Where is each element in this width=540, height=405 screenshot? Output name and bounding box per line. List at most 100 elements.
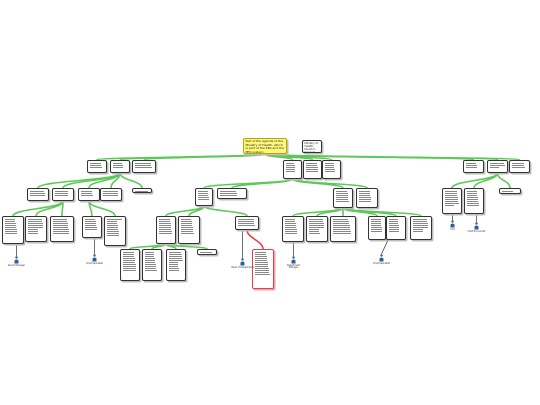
diagram-node[interactable]	[442, 188, 462, 214]
diagram-node[interactable]	[487, 160, 508, 173]
diagram-node[interactable]	[78, 188, 100, 201]
diagram-node[interactable]	[464, 188, 484, 214]
person-icon	[92, 254, 97, 262]
node-text-line	[52, 221, 68, 222]
node-text-line	[465, 167, 478, 168]
diagram-node[interactable]	[2, 216, 24, 244]
diagram-node[interactable]	[120, 249, 140, 281]
side-note-node[interactable]: Ministry of Health, Director-General	[302, 140, 322, 153]
node-text-line	[444, 205, 454, 206]
diagram-node[interactable]	[25, 216, 47, 242]
node-text-line	[284, 219, 296, 220]
node-text-line	[158, 227, 172, 228]
node-text-line	[466, 191, 477, 192]
node-text-line	[27, 227, 44, 228]
diagram-node[interactable]	[303, 160, 322, 179]
node-text-line	[444, 199, 458, 200]
node-text-line	[89, 167, 102, 168]
node-text-line	[158, 229, 172, 230]
node-text-line	[52, 229, 69, 230]
node-text-line	[332, 219, 349, 220]
diagram-node[interactable]	[110, 160, 130, 173]
node-text-line	[254, 260, 268, 261]
diagram-node[interactable]	[82, 216, 102, 238]
node-text-line	[388, 231, 400, 232]
node-text-line	[324, 163, 334, 164]
diagram-node[interactable]	[104, 216, 126, 246]
diagram-node[interactable]	[252, 249, 274, 289]
node-text-line	[106, 233, 119, 234]
diagram-node[interactable]	[356, 188, 378, 208]
diagram-node[interactable]	[463, 160, 484, 173]
node-text-line	[4, 229, 17, 230]
node-text-line	[54, 191, 68, 192]
node-text-line	[254, 256, 267, 257]
diagram-node[interactable]	[27, 188, 49, 201]
diagram-node[interactable]	[197, 249, 217, 255]
node-text-line	[180, 233, 194, 234]
node-text-line	[466, 193, 478, 194]
node-text-line	[305, 171, 319, 172]
node-text-line	[444, 203, 459, 204]
diagram-node[interactable]	[306, 216, 328, 242]
diagram-node[interactable]	[178, 216, 200, 244]
diagram-node[interactable]	[386, 216, 406, 240]
connector-line	[88, 200, 116, 217]
node-text-line	[199, 252, 212, 253]
node-text-line	[254, 272, 270, 273]
diagram-node[interactable]	[235, 216, 259, 230]
node-text-line	[511, 163, 525, 164]
diagram-node[interactable]	[100, 188, 122, 201]
node-text-line	[219, 195, 238, 196]
node-text-line	[122, 260, 135, 261]
node-text-line	[285, 165, 295, 166]
diagram-node[interactable]	[50, 216, 74, 242]
diagram-node[interactable]	[132, 188, 152, 193]
node-text-line	[444, 193, 458, 194]
diagram-node[interactable]	[410, 216, 432, 240]
person-icon-label: Chief Economist	[467, 229, 486, 233]
diagram-node[interactable]	[282, 216, 304, 242]
node-text-line	[106, 225, 118, 226]
node-text-line	[168, 266, 179, 267]
node-text-line	[254, 252, 266, 253]
node-text-line	[102, 191, 118, 192]
node-text-line	[358, 197, 371, 198]
diagram-node[interactable]	[217, 188, 247, 199]
diagram-node[interactable]	[166, 249, 186, 281]
node-text-line	[180, 229, 193, 230]
node-text-line	[308, 225, 325, 226]
node-text-line	[285, 163, 295, 164]
node-text-line	[112, 165, 123, 166]
diagram-node[interactable]	[283, 160, 302, 179]
diagram-node[interactable]	[52, 188, 74, 201]
node-text-line	[388, 221, 398, 222]
node-text-line	[466, 195, 478, 196]
node-text-line	[122, 268, 137, 269]
diagram-node[interactable]	[333, 188, 353, 208]
node-text-line	[324, 167, 335, 168]
node-text-line	[134, 163, 152, 164]
root-node[interactable]: Part of the agenda of the Ministry of He…	[243, 138, 287, 154]
node-text-line	[134, 165, 152, 166]
node-text-line	[197, 195, 209, 196]
diagram-node[interactable]	[142, 249, 162, 281]
diagram-node[interactable]	[499, 188, 521, 194]
node-text-line	[324, 171, 335, 172]
diagram-node[interactable]	[330, 216, 356, 242]
diagram-node[interactable]	[509, 160, 530, 173]
diagram-node[interactable]	[132, 160, 156, 173]
diagram-node[interactable]	[87, 160, 107, 173]
diagram-node[interactable]	[195, 188, 213, 206]
node-text-line	[168, 260, 183, 261]
node-text-line	[180, 219, 192, 220]
connector-line	[264, 153, 521, 161]
node-text-line	[27, 233, 39, 234]
diagram-node[interactable]	[368, 216, 386, 240]
node-text-line	[54, 193, 68, 194]
diagram-node[interactable]	[322, 160, 341, 179]
node-text-line	[335, 199, 349, 200]
node-text-line	[144, 262, 156, 263]
node-text-line	[168, 256, 182, 257]
diagram-node[interactable]	[156, 216, 176, 244]
